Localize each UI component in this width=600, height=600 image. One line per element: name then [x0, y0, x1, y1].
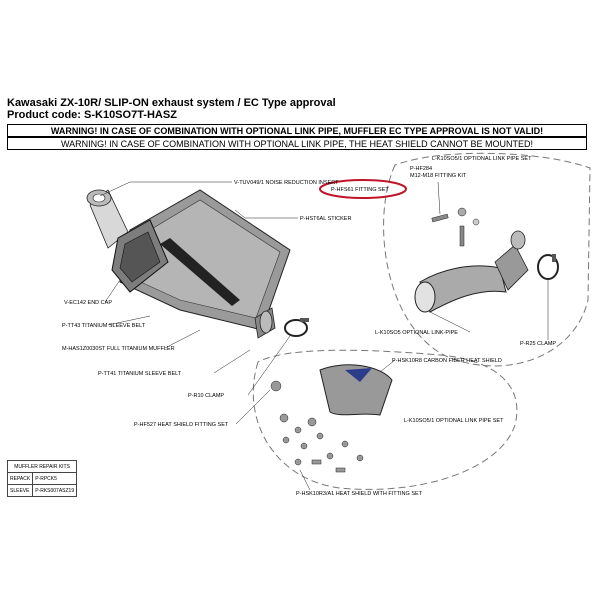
link-pipe-group-outline: [383, 152, 591, 367]
r10-clamp: [284, 318, 309, 337]
table-row: SLEEVE P-RKS007ASZ19: [6, 484, 78, 497]
leader-lines: [99, 181, 549, 491]
label-sticker: P-HST6AL STICKER: [300, 216, 351, 222]
end-cap: [111, 219, 169, 293]
label-link-set-top: L-K10SO5/1 OPTIONAL LINK PIPE SET: [432, 156, 532, 162]
product-code: Product code: S-K10SO7T-HASZ: [7, 109, 177, 121]
label-fitting-set: P-HFS61 FITTING SET: [331, 187, 389, 193]
label-heat-shield-with-fitting: P-HSK10R3/A1 HEAT SHIELD WITH FITTING SE…: [296, 491, 423, 497]
heat-shield-group-outline: [252, 349, 518, 490]
label-sleeve-belt-2: P-TT41 TITANIUM SLEEVE BELT: [98, 371, 182, 377]
repair-kit-code: P-RPCK5: [32, 472, 78, 485]
heat-shield-fitting-parts: [270, 380, 364, 473]
r25-clamp: [537, 254, 559, 280]
warning-ec-approval: WARNING! IN CASE OF COMBINATION WITH OPT…: [7, 124, 587, 137]
label-sleeve-belt-1: P-TT43 TITANIUM SLEEVE BELT: [62, 323, 146, 329]
label-r25-clamp: P-R25 CLAMP: [520, 341, 556, 347]
fitting-set-bolts: [431, 207, 480, 247]
label-link-set-bottom: L-K10SO5/1 OPTIONAL LINK PIPE SET: [404, 418, 504, 424]
label-heat-shield-fitting: P-HF527 HEAT SHIELD FITTING SET: [134, 422, 229, 428]
noise-reduction-insert: [86, 189, 129, 249]
fitting-set-highlight: [319, 179, 407, 199]
label-m12-kit: M12-M18 FITTING KIT: [410, 173, 467, 179]
titanium-muffler: [119, 189, 291, 331]
table-header-row: MUFFLER REPAIR KITS: [6, 460, 78, 473]
diagram-title: Kawasaki ZX-10R/ SLIP-ON exhaust system …: [7, 97, 336, 109]
muffler-logo-stripe: [160, 238, 240, 306]
label-m12-kit-code: P-HF284: [410, 166, 432, 172]
label-muffler: M-HAS1Z0030ST FULL TITANIUM MUFFLER: [62, 346, 175, 352]
warning-heat-shield: WARNING! IN CASE OF COMBINATION WITH OPT…: [7, 137, 587, 150]
muffler-repair-kits-table: MUFFLER REPAIR KITS REPACK P-RPCK5 SLEEV…: [6, 460, 78, 497]
label-end-cap: V-EC142 END CAP: [64, 300, 112, 306]
repair-kit-name: SLEEVE: [6, 484, 34, 497]
akrapovic-logo-icon: [345, 368, 372, 382]
optional-link-pipe: [414, 230, 529, 313]
label-carbon-heat-shield: P-HSK10R8 CARBON FIBER HEAT SHIELD: [392, 358, 502, 364]
repair-kit-code: P-RKS007ASZ19: [32, 484, 78, 497]
repair-kit-name: REPACK: [6, 472, 34, 485]
label-r10-clamp: P-R10 CLAMP: [188, 393, 224, 399]
label-noise-insert: V-TUV049/1 NOISE REDUCTION INSERT: [234, 180, 339, 186]
table-row: REPACK P-RPCK5: [6, 472, 78, 485]
label-optional-link-pipe: L-K10SO5 OPTIONAL LINK-PIPE: [375, 330, 458, 336]
muffler-outlet-tube: [254, 307, 276, 339]
table-header: MUFFLER REPAIR KITS: [6, 460, 78, 473]
carbon-heat-shield: [319, 364, 393, 416]
